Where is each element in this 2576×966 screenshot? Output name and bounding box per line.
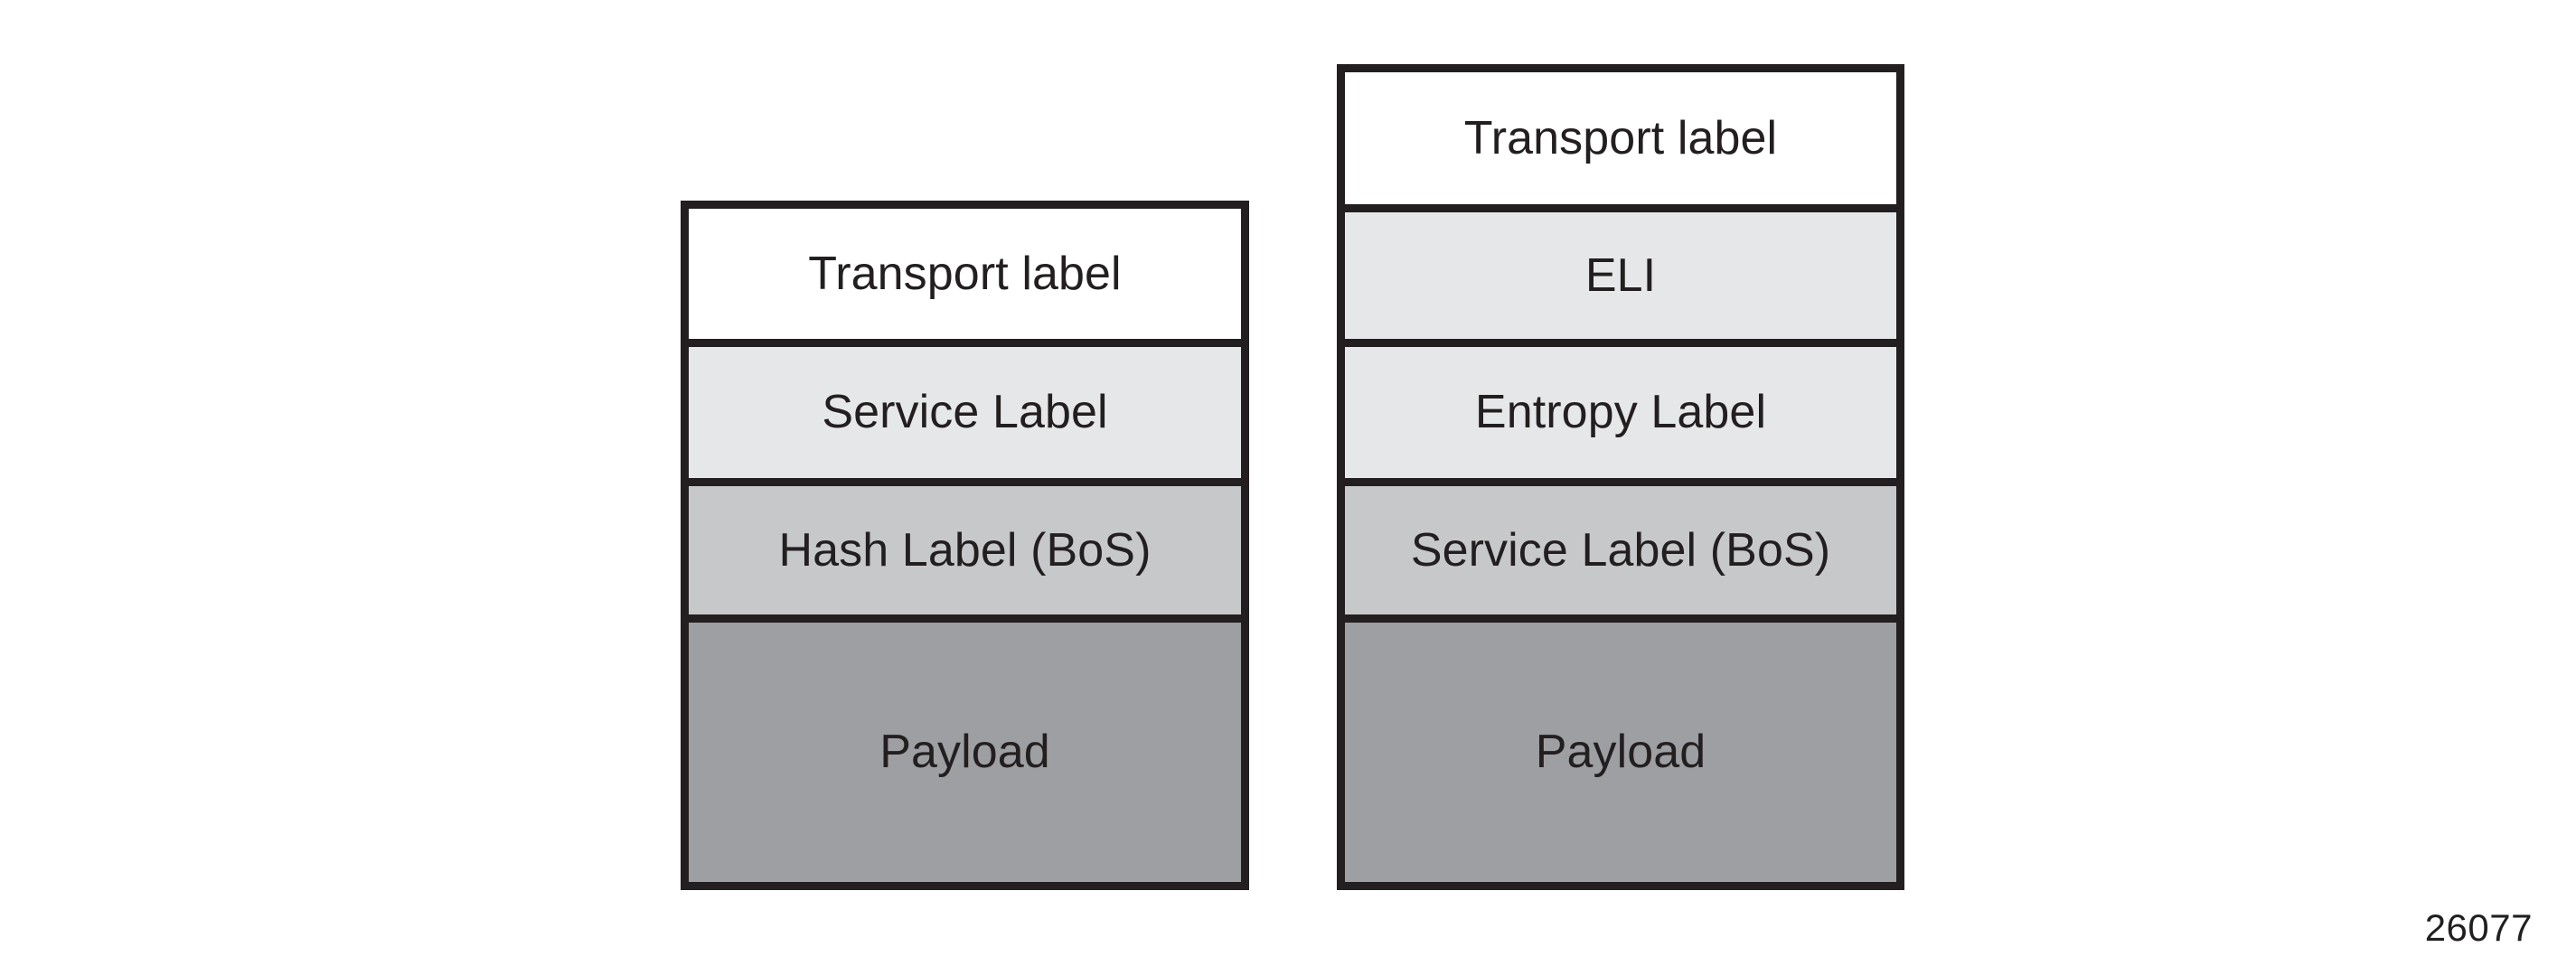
- stack-row: Entropy Label: [1345, 347, 1896, 486]
- stack-row: Service Label (BoS): [1345, 486, 1896, 623]
- stack-row-label: Service Label: [822, 386, 1108, 439]
- stack-row-label: Service Label (BoS): [1410, 523, 1831, 577]
- stack-row: Payload: [689, 623, 1241, 882]
- stack-row-label: Hash Label (BoS): [778, 523, 1152, 577]
- stack-row: ELI: [1345, 212, 1896, 347]
- stack-row: Transport label: [1345, 72, 1896, 212]
- stack-row-label: Payload: [1535, 726, 1706, 779]
- figure-number: 26077: [2424, 906, 2533, 949]
- stack-row-label: Transport label: [808, 247, 1122, 300]
- stack-row-label: Payload: [879, 726, 1050, 779]
- stack-row: Payload: [1345, 623, 1896, 882]
- entropy-label-stack: Transport label ELI Entropy Label Servic…: [1337, 64, 1904, 890]
- stack-row-label: Entropy Label: [1474, 386, 1767, 439]
- stack-row-label: Transport label: [1463, 111, 1778, 164]
- stack-row: Transport label: [689, 209, 1241, 347]
- stack-row-label: ELI: [1584, 249, 1657, 302]
- stack-row: Service Label: [689, 347, 1241, 486]
- stack-row: Hash Label (BoS): [689, 486, 1241, 623]
- hash-label-stack: Transport label Service Label Hash Label…: [681, 201, 1249, 890]
